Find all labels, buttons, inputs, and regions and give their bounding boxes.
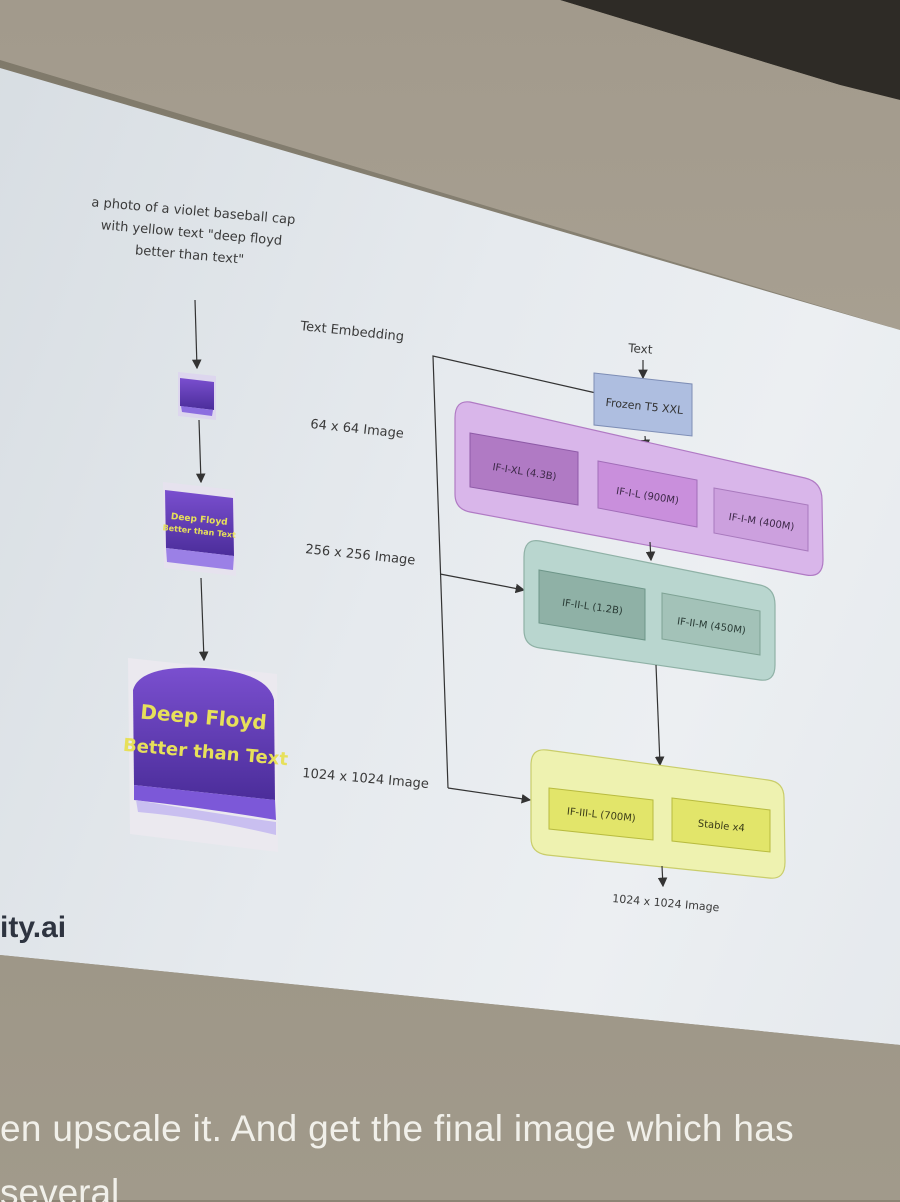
label-text-input: Text bbox=[627, 341, 653, 357]
label-text-embedding: Text Embedding bbox=[299, 319, 405, 345]
subtitle-line-1: en upscale it. And get the final image w… bbox=[0, 1108, 794, 1149]
stage3-group: IF-III-L (700M) Stable x4 bbox=[530, 749, 786, 879]
brand-fragment: ity.ai bbox=[0, 911, 66, 944]
encoder-box: Frozen T5 XXL bbox=[593, 372, 693, 437]
arrow-prompt-to-64 bbox=[191, 299, 202, 370]
subtitle-line-2: several bbox=[0, 1172, 120, 1202]
arrow-256-to-1024 bbox=[198, 577, 209, 662]
prompt-text: a photo of a violet baseball cap with ye… bbox=[91, 195, 296, 267]
stage1-group: IF-I-XL (4.3B) IF-I-L (900M) IF-I-M (400… bbox=[454, 401, 824, 577]
stage2-group: IF-II-L (1.2B) IF-II-M (450M) bbox=[523, 539, 776, 681]
stage3-model-stable: Stable x4 bbox=[697, 819, 745, 835]
label-output-image: 1024 x 1024 Image bbox=[612, 892, 720, 914]
label-1024-image: 1024 x 1024 Image bbox=[302, 766, 430, 792]
cap-image-64 bbox=[178, 372, 216, 420]
cap-image-256: Deep Floyd Better than Text bbox=[162, 482, 236, 576]
cap-image-1024: Deep Floyd Better than Text bbox=[122, 658, 289, 852]
arrow-embedding-to-stage3 bbox=[447, 787, 532, 804]
embedding-trunk-line bbox=[432, 355, 597, 789]
arrow-stage2-to-stage3 bbox=[654, 664, 665, 767]
label-256-image: 256 x 256 Image bbox=[305, 542, 416, 568]
label-64-image: 64 x 64 Image bbox=[310, 417, 405, 442]
prompt-line-3: better than text" bbox=[134, 243, 244, 267]
arrow-stage1-to-stage2 bbox=[645, 541, 656, 562]
arrow-embedding-to-stage2 bbox=[439, 573, 526, 594]
arrow-stage3-to-output bbox=[657, 865, 668, 888]
arrow-64-to-256 bbox=[195, 419, 206, 484]
